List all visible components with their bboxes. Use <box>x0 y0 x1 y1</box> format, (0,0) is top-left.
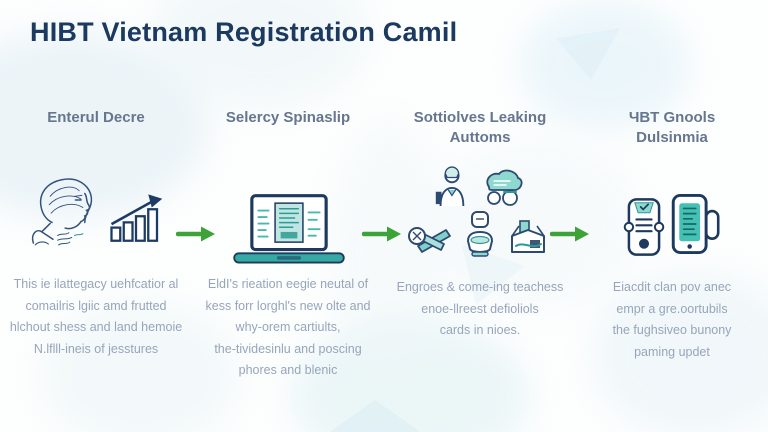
text-line: phores and blenic <box>238 363 338 377</box>
step-2-heading: Selercy Spinaslip <box>192 108 384 128</box>
background-triangle <box>330 400 420 432</box>
step-1-description: This ie ilattegacy uehfcatior al comailr… <box>0 274 192 360</box>
right-arrow-icon <box>549 225 590 248</box>
right-arrow-icon <box>175 225 216 248</box>
chat-cloud-icon <box>480 168 524 213</box>
background-triangle <box>556 28 620 80</box>
text-line: EldI's rieation eegie neutal of <box>207 277 369 291</box>
person-icon <box>432 166 470 213</box>
text-line: Engroes & come-ing teachess <box>396 280 564 294</box>
text-line: the-tividesinlu and poscing <box>214 341 362 356</box>
step-2-heading-line-1: Selercy Spinaslip <box>225 109 351 126</box>
step-4-heading-line-2: Dulsinmia <box>636 129 708 146</box>
right-arrow-icon <box>361 225 402 248</box>
page-title: HIBT Vietnam Registration Camil <box>30 17 458 47</box>
step-1-heading-line-1: Enterul Decre <box>47 109 145 126</box>
laptop-icon <box>228 192 350 275</box>
growth-chart-icon <box>108 192 164 249</box>
step-3-heading-line-1: Sottiolves Leaking <box>413 109 547 126</box>
step-4-heading: ЧBT Gnools Dulsinmia <box>576 108 768 148</box>
text-line: comailris lgiic amd frutted <box>25 298 167 313</box>
step-4-heading-line-1: ЧBT Gnools <box>628 109 716 126</box>
text-line: paming updet <box>634 344 710 359</box>
text-line: Eiacdit clan pov anec <box>612 280 732 294</box>
text-line: the fughsiveo bunony <box>612 323 732 337</box>
text-line: kess forr lorghl's new olte and <box>205 298 371 313</box>
seated-person-icon <box>460 210 500 263</box>
text-line: This ie ilattegacy uehfcatior al <box>13 277 179 291</box>
text-line: empr a gre.oortubils <box>616 301 728 316</box>
step-1-heading: Enterul Decre <box>0 108 192 128</box>
step-3-heading: Sottiolves Leaking Auttoms <box>384 108 576 148</box>
step-3-heading-line-2: Auttoms <box>449 129 511 146</box>
step-4-description: Eiacdit clan pov anec empr a gre.oortubi… <box>576 277 768 363</box>
box-icon <box>506 216 550 265</box>
text-line: cards in nioes. <box>439 323 521 337</box>
step-3-description: Engroes & come-ing teachess enoe-llreest… <box>384 277 576 342</box>
text-line: hlchout shess and land hemoie <box>9 320 183 334</box>
text-line: enoe-llreest defioliols <box>421 301 539 316</box>
step-2-description: EldI's rieation eegie neutal of kess for… <box>192 274 384 382</box>
text-line: why-orem cartiults, <box>235 320 341 334</box>
text-line: N.lflll-ineis of jesstures <box>33 341 159 356</box>
smartphone-icon <box>668 192 720 261</box>
tools-icon <box>406 214 454 263</box>
head-sketch-icon <box>24 172 110 263</box>
receipt-icon <box>622 196 666 263</box>
